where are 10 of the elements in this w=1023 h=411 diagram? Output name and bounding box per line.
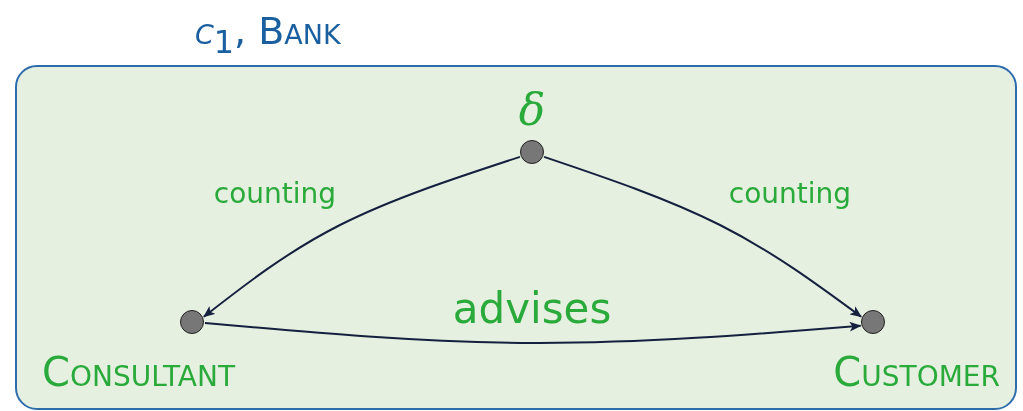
arrow: [543, 155, 863, 318]
node-label: δ: [518, 88, 546, 132]
node-label: Customer: [833, 352, 1000, 392]
arrow: [203, 321, 862, 344]
edge-label: counting: [728, 180, 852, 208]
arrow: [202, 155, 521, 318]
group-title: c$_{1}$, Bank: [195, 12, 341, 59]
edge-label: counting: [213, 180, 337, 208]
edge-label: advises: [452, 288, 612, 330]
node-label: Consultant: [42, 352, 236, 392]
